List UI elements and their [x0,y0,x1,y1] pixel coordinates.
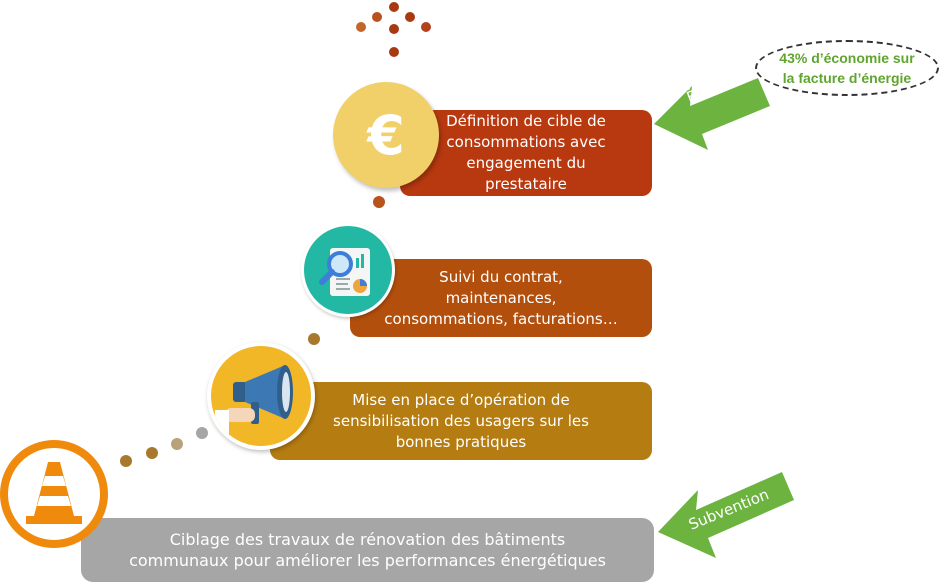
step-line: sensibilisation des usagers sur les [333,411,589,430]
step-line: communaux pour améliorer les performance… [129,551,606,570]
path-dot [146,447,158,459]
decor-dot [372,12,382,22]
step-line: prestataire [485,175,567,193]
path-dot [308,333,320,345]
megaphone-graphic [215,365,293,434]
path-dot [196,427,208,439]
bubble-line: 43% d’économie sur [779,50,915,66]
step-ciblage-travaux: Ciblage des travaux de rénovation des bâ… [81,518,654,582]
step-line: Définition de cible de [446,112,606,130]
decor-dot [356,22,366,32]
step-line: maintenances, [445,288,557,307]
savings-bubble: 43% d’économie sur la facture d’énergie [755,40,939,96]
euro-symbol: € [367,103,405,167]
bubble-line: la facture d’énergie [782,70,912,86]
path-dot [120,455,132,467]
path-dot [171,438,183,450]
cone-graphic [26,462,82,524]
step-line: engagement du [466,154,586,172]
decor-dot [389,24,399,34]
decor-dot [389,2,399,12]
economie-arrow [654,78,770,150]
report-magnifier-icon [301,223,395,317]
path-dot [373,196,385,208]
decor-dot [421,22,431,32]
report-graphic [319,248,370,296]
decor-dot [405,12,415,22]
step-line: bonnes pratiques [395,432,527,451]
traffic-cone-icon [0,440,108,548]
step-line: Ciblage des travaux de rénovation des bâ… [169,530,566,549]
euro-icon: € [333,82,439,188]
subvention-arrow [658,472,794,558]
step-line: Suivi du contrat, [439,267,563,286]
step-line: consommations avec [446,133,606,151]
step-suivi-contrat: Suivi du contrat, maintenances, consomma… [350,259,652,337]
step-line: consommations, facturations… [384,309,618,328]
step-definition-cible: Définition de cible de consommations ave… [400,110,652,196]
megaphone-icon [207,342,315,450]
decor-dot [389,47,399,57]
step-line: Mise en place d’opération de [352,390,570,409]
step-sensibilisation: Mise en place d’opération de sensibilisa… [270,382,652,460]
